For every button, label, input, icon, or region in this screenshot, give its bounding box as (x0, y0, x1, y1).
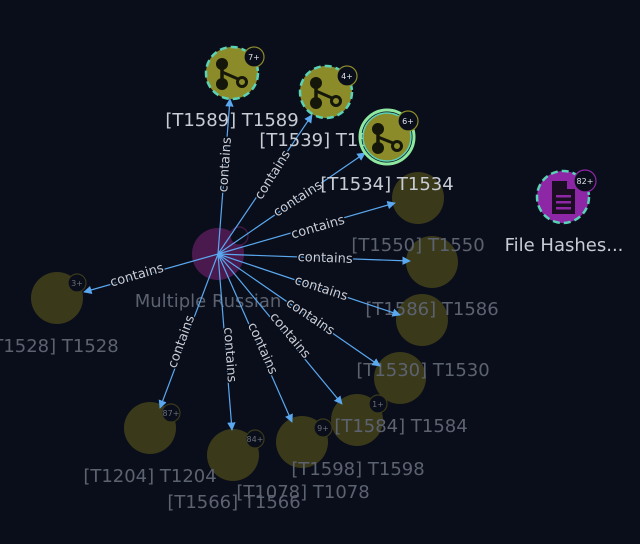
t1530-node-circle (374, 352, 426, 404)
node-t1530[interactable]: [T1530] T1530 (356, 352, 490, 404)
center-node-label: Multiple Russian (135, 291, 282, 312)
t1528-badge-text: 3+ (71, 279, 83, 288)
t1589-badge (243, 46, 265, 68)
edge-label: contains (271, 178, 326, 221)
node-t1539[interactable]: 4+ [T1539] T1539 (259, 64, 393, 151)
node-label-t1528: [T1528] T1528 (0, 336, 119, 357)
node-t1584[interactable]: 1+ [T1584] T1584 (331, 394, 468, 446)
edge-label: contains (297, 250, 353, 267)
t1598-badge (313, 418, 333, 438)
edge-to-t1528 (83, 253, 219, 294)
edge-to-t1584 (217, 253, 343, 405)
edge-label: contains (109, 261, 166, 291)
t1598-badge-text: 9+ (317, 424, 329, 433)
t1566-badge-text: 84+ (247, 435, 264, 444)
node-t1589[interactable]: 7+ [T1589] T1589 (165, 45, 299, 131)
node-label-t1584: [T1584] T1584 (334, 416, 467, 437)
t1584-badge-text: 1+ (372, 400, 384, 409)
edge-label: contains (290, 213, 347, 243)
edge-label: contains (293, 273, 350, 304)
file-hashes-badge-text: 82+ (577, 177, 594, 186)
t1539-badge-text: 4+ (341, 72, 353, 81)
node-label-t1078: [T1078] T1078 (236, 482, 369, 503)
edge-to-t1586 (217, 253, 401, 317)
node-label-t1550: [T1550] T1550 (351, 235, 484, 256)
edge-label: contains (216, 137, 235, 193)
node-t1550[interactable]: [T1550] T1550 (351, 235, 485, 288)
edge-label: contains (220, 327, 239, 383)
node-t1534[interactable]: 6+ [T1534] T1534 (320, 108, 454, 195)
edge-to-t1539 (217, 114, 313, 255)
file-hashes-badge (573, 169, 597, 193)
t1534-badge (397, 110, 419, 132)
t1528-badge (67, 273, 87, 293)
edge-to-t1534-b (217, 201, 396, 255)
node-t1204[interactable]: 87+ [T1204] T1204 (83, 402, 217, 487)
node-t1528[interactable]: 3+ [T1528] T1528 (0, 272, 119, 357)
node-label-t1566: [T1566] T1566 (167, 492, 300, 513)
node-label-t1598: [T1598] T1598 (291, 459, 424, 480)
node-t1598[interactable]: 9+ [T1598] T1598 (276, 416, 425, 480)
node-t1566[interactable]: 84+ [T1566] T1566 (167, 429, 301, 513)
t1534-selected-ring (358, 108, 416, 166)
t1586-node-circle (396, 294, 448, 346)
edge-to-t1534 (217, 152, 366, 255)
node-label-t1534: [T1534] T1534 (320, 174, 453, 195)
graph-icon (310, 77, 342, 109)
t1539-badge (336, 65, 358, 87)
edge-label: contains (252, 148, 294, 203)
node-label-t1530: [T1530] T1530 (356, 360, 489, 381)
center-badge (229, 226, 249, 246)
node-t1534-dim-body (392, 172, 444, 224)
t1534-shadow-circle (392, 172, 444, 224)
edge-label: contains (165, 313, 198, 370)
node-label-t1204: [T1204] T1204 (83, 466, 216, 487)
t1566-badge (245, 429, 265, 449)
graph-icon (372, 123, 403, 154)
edge-to-t1566 (217, 253, 236, 431)
node-file-hashes[interactable]: 82+ File Hashes... (505, 169, 624, 256)
node-label-t1589: [T1589] T1589 (165, 110, 298, 131)
t1584-badge (368, 394, 388, 414)
edge-to-t1589 (217, 98, 234, 255)
t1534-badge-text: 6+ (402, 117, 414, 126)
t1550-node-circle (406, 236, 458, 288)
edge-to-t1598 (217, 253, 293, 423)
node-t1586[interactable]: [T1586] T1586 (365, 294, 499, 346)
edge-to-t1204 (158, 253, 219, 409)
document-icon (552, 181, 575, 214)
t1589-badge-text: 7+ (248, 53, 260, 62)
node-t1078[interactable]: [T1078] T1078 (236, 482, 369, 503)
node-label-file-hashes: File Hashes... (505, 235, 624, 256)
edge-to-t1530 (217, 253, 381, 367)
t1204-badge-text: 87+ (163, 409, 180, 418)
edges (83, 98, 411, 431)
edge-to-t1550 (217, 253, 411, 265)
graph-icon (216, 58, 248, 90)
